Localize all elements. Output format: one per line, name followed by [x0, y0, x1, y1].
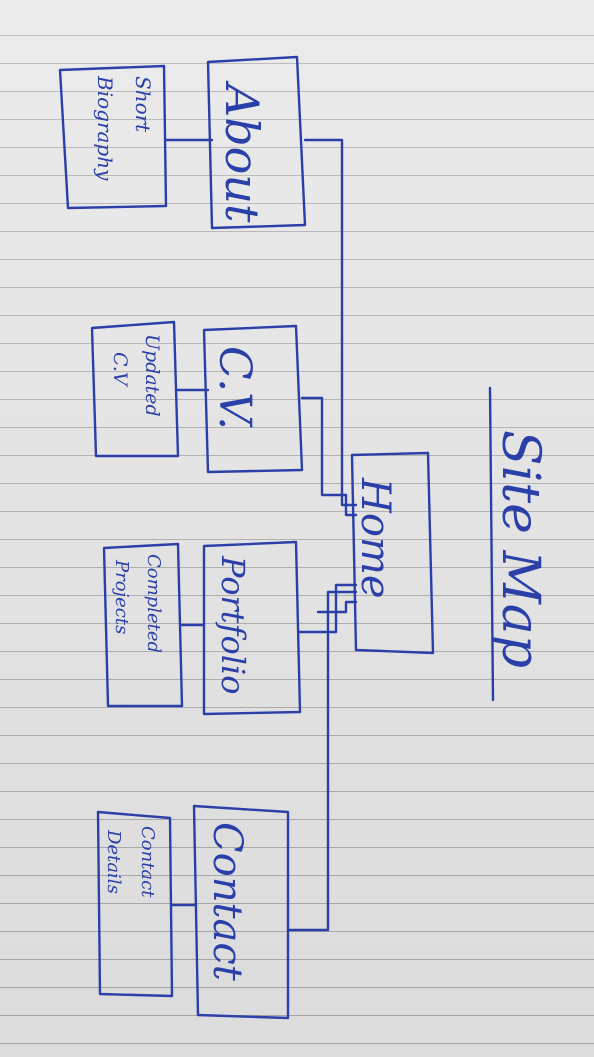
contact-detail-line-2: Details [103, 829, 124, 894]
connector-home-cv [300, 396, 358, 517]
connector-home-contact [286, 590, 358, 932]
contact-box[interactable] [192, 804, 290, 1020]
cv-detail-box[interactable] [90, 320, 180, 458]
cv-box[interactable] [202, 324, 304, 474]
portfolio-label: Portfolio [214, 555, 252, 695]
home-label: Home [352, 477, 398, 599]
diagram-title: Site Map [490, 430, 550, 668]
portfolio-detail-box[interactable] [102, 542, 184, 708]
about-detail-line-2: Biography [93, 75, 117, 181]
about-detail-line-1: Short [131, 76, 155, 133]
connector-home-about [303, 138, 358, 507]
portfolio-detail-line-1: Completed [143, 554, 164, 653]
portfolio-detail-line-2: Projects [111, 559, 132, 634]
cv-detail-line-1: Updated [141, 334, 163, 417]
title-underline [488, 386, 495, 702]
about-box[interactable] [206, 55, 307, 230]
cv-label: C.V. [209, 346, 260, 430]
connector-home-portfolio [298, 583, 358, 634]
connector-home-portfolio-stub [316, 600, 358, 614]
contact-label: Contact [204, 822, 250, 982]
portfolio-box[interactable] [202, 540, 302, 716]
contact-detail-line-1: Contact [137, 826, 158, 898]
about-label: About [215, 80, 269, 223]
contact-detail-box[interactable] [96, 810, 174, 998]
cv-detail-line-2: C.V [109, 352, 131, 388]
about-detail-box[interactable] [58, 64, 168, 210]
